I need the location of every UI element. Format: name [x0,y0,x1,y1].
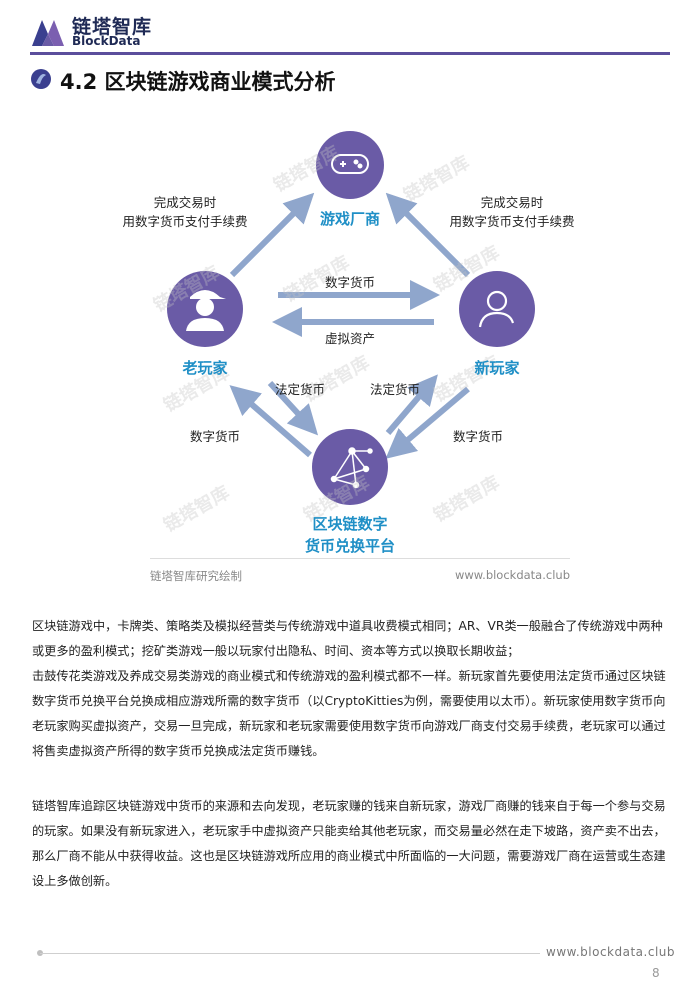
crypto-right-label: 数字货币 [452,429,503,444]
header-divider [30,52,670,55]
exchange-label-line2: 货币兑换平台 [304,537,395,555]
arrow-old-to-developer [229,192,315,278]
exchange-node [312,429,388,505]
left-fee-line1: 完成交易时 [153,195,217,210]
fiat-right-label: 法定货币 [369,382,420,397]
paragraph-1: 区块链游戏中，卡牌类、策略类及模拟经营类与传统游戏中道具收费模式相同；AR、VR… [32,619,663,658]
figure-site-caption: www.blockdata.club [455,568,570,582]
brand-name-cn: 链塔智库 [72,16,153,38]
right-fee-line2: 用数字货币支付手续费 [449,214,575,229]
fiat-left-label: 法定货币 [274,382,325,397]
figure-source-caption: 链塔智库研究绘制 [150,569,242,583]
diagram-canvas [167,131,535,505]
exchange-label-line1: 区块链数字 [312,515,388,533]
section-title: 4.2 区块链游戏商业模式分析 [60,70,336,94]
gamepad-icon [331,154,369,174]
left-fee-line2: 用数字货币支付手续费 [122,214,248,229]
crypto-to-old-label: 数字货币 [324,275,375,290]
footer-site: www.blockdata.club [546,945,675,959]
body-text-block-2: 链塔智库追踪区块链游戏中货币的来源和去向发现，老玩家赚的钱来自新玩家，游戏厂商赚… [32,794,668,894]
arrow-new-to-exchange [385,386,470,459]
caption-divider [150,558,570,559]
virtual-asset-label: 虚拟资产 [324,331,375,346]
old-player-label: 老玩家 [182,359,228,377]
page-number: 8 [652,966,660,980]
footer-divider [40,953,540,954]
right-fee-line1: 完成交易时 [480,195,544,210]
network-icon [330,447,373,489]
body-text-block-1: 区块链游戏中，卡牌类、策略类及模拟经营类与传统游戏中道具收费模式相同；AR、VR… [32,614,668,764]
crypto-left-label: 数字货币 [189,429,240,444]
arrow-exchange-to-new [385,374,438,435]
arrow-exchange-to-old [229,385,312,458]
blockdata-logo-icon [32,20,64,46]
paragraph-2: 击鼓传花类游戏及养成交易类游戏的商业模式和传统游戏的盈利模式都不一样。新玩家首先… [32,669,666,758]
section-bullet-icon [31,69,51,89]
developer-node [316,131,384,199]
person-outline-icon [478,290,515,328]
new-player-label: 新玩家 [474,359,520,377]
paragraph-3: 链塔智库追踪区块链游戏中货币的来源和去向发现，老玩家赚的钱来自新玩家，游戏厂商赚… [32,799,666,888]
arrow-old-to-exchange [267,380,319,436]
right-fee-label: 完成交易时 用数字货币支付手续费 [437,193,587,231]
cap-person-icon [186,290,226,331]
exchange-label: 区块链数字 货币兑换平台 [290,513,410,557]
brand-name-en: BlockData [72,34,141,48]
left-fee-label: 完成交易时 用数字货币支付手续费 [110,193,260,231]
developer-label: 游戏厂商 [319,210,380,228]
arrow-new-to-developer [385,192,471,278]
business-model-diagram: 链塔智库 链塔智库 链塔智库 链塔智库 链塔智库 链塔智库 链塔智库 链塔智库 … [100,115,600,560]
